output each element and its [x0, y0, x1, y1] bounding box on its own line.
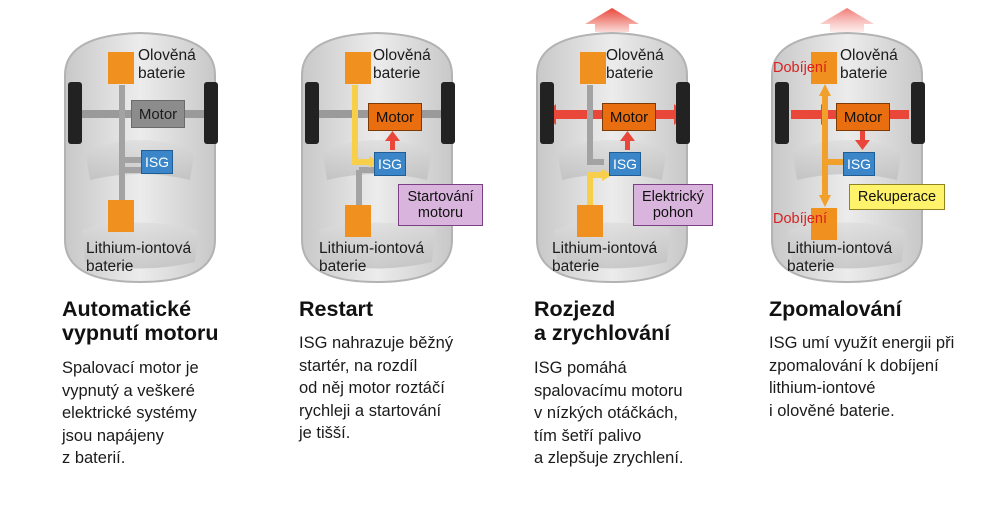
lithium-battery-label: Lithium-iontová baterie — [319, 240, 425, 275]
lithium-battery-label: Lithium-iontová baterie — [86, 240, 192, 275]
lead-battery — [811, 52, 837, 84]
wheel-right — [441, 82, 455, 144]
panel-description: Spalovací motor je vypnutý a veškeré ele… — [62, 359, 199, 467]
lead-battery — [580, 52, 606, 84]
panel-description: ISG umí využít energii při zpomalování k… — [769, 334, 955, 420]
forward-arrow-icon — [585, 8, 639, 32]
isg-box: ISG — [609, 152, 641, 176]
panel-deceleration: Dobíjení Dobíjení Olověná baterie Motor … — [707, 0, 957, 509]
panel-title: Rozjezd a zrychlování — [534, 297, 671, 345]
lithium-battery-label: Lithium-iontová baterie — [552, 240, 658, 275]
lithium-battery — [577, 205, 603, 237]
wheel-right — [204, 82, 218, 144]
lithium-battery — [811, 208, 837, 240]
recuperation-tag: Rekuperace — [849, 184, 945, 210]
electric-drive-tag: Elektrický pohon — [633, 184, 713, 226]
panel-title: Zpomalování — [769, 297, 902, 321]
lead-battery-label: Olověná baterie — [606, 47, 664, 82]
lead-battery-label: Olověná baterie — [138, 47, 196, 82]
panel-acceleration: Olověná baterie Motor ISG Elektrický poh… — [472, 0, 722, 509]
starting-tag: Startování motoru — [398, 184, 483, 226]
panel-title: Automatické vypnutí motoru — [62, 297, 219, 345]
lead-battery — [345, 52, 371, 84]
panel-restart: Olověná baterie Motor ISG Startování mot… — [237, 0, 487, 509]
lead-battery-label: Olověná baterie — [840, 47, 898, 82]
lithium-battery-label: Lithium-iontová baterie — [787, 240, 893, 275]
motor-box: Motor — [602, 103, 656, 131]
isg-box: ISG — [141, 150, 173, 174]
motor-box: Motor — [836, 103, 890, 131]
forward-arrow-icon — [820, 8, 874, 32]
panel-title: Restart — [299, 297, 374, 321]
wheel-right — [911, 82, 925, 144]
wheel-left — [68, 82, 82, 144]
panel-description: ISG pomáhá spalovacímu motoru v nízkých … — [534, 359, 684, 467]
lead-battery — [108, 52, 134, 84]
wheel-right — [676, 82, 690, 144]
motor-box: Motor — [368, 103, 422, 131]
isg-box: ISG — [843, 152, 875, 176]
wheel-left — [775, 82, 789, 144]
wheel-left — [540, 82, 554, 144]
panel-description: ISG nahrazuje běžný startér, na rozdíl o… — [299, 334, 454, 442]
charging-label-bottom: Dobíjení — [773, 211, 828, 227]
wheel-left — [305, 82, 319, 144]
lithium-battery — [108, 200, 134, 232]
motor-box: Motor — [131, 100, 185, 128]
lithium-battery — [345, 205, 371, 237]
charging-label-top: Dobíjení — [773, 60, 828, 76]
lead-battery-label: Olověná baterie — [373, 47, 431, 82]
panel-auto-stop: Olověná baterie Motor ISG Lithium-iontov… — [0, 0, 250, 509]
isg-box: ISG — [374, 152, 406, 176]
